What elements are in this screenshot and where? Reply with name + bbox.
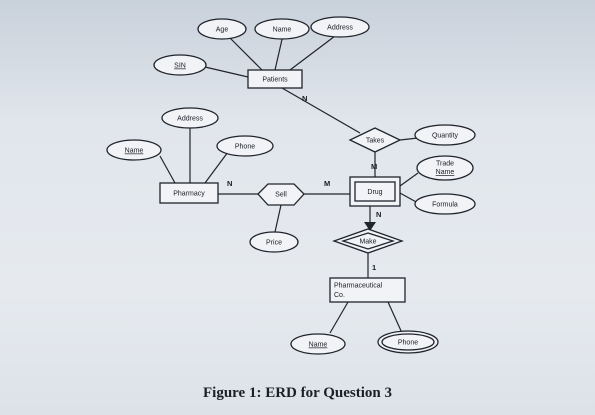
attr-sin-ellipse bbox=[153, 54, 207, 76]
entity-pharmaceutical-co-label-1: Pharmaceutical bbox=[334, 283, 383, 290]
attr-trade-name-label-1: Trade bbox=[436, 161, 454, 168]
relationship-sell: Sell bbox=[257, 183, 305, 206]
cardinality-takes-drug: M bbox=[371, 162, 377, 171]
attr-name-pharmacy-label: Name bbox=[125, 148, 144, 155]
entity-pharmaceutical-co: Pharmaceutical Co. bbox=[329, 277, 406, 303]
line-drug-tradename bbox=[399, 172, 419, 187]
line-drug-formula bbox=[399, 192, 419, 204]
line-age-patients bbox=[226, 34, 263, 71]
attr-age-label: Age bbox=[216, 27, 229, 34]
attr-price-label: Price bbox=[266, 240, 282, 247]
attr-sin-label: SIN bbox=[174, 63, 186, 70]
relationship-takes-label: Takes bbox=[366, 138, 385, 145]
line-takes-quantity bbox=[399, 137, 419, 141]
attr-quantity: Quantity bbox=[414, 124, 476, 146]
attr-age-ellipse bbox=[197, 18, 247, 40]
attr-name-patients: Name bbox=[254, 18, 310, 40]
attr-name-patients-ellipse bbox=[254, 18, 310, 40]
entity-patients-box bbox=[247, 69, 303, 89]
entity-pharmacy-label: Pharmacy bbox=[173, 191, 205, 198]
relationship-takes-diamond bbox=[348, 127, 402, 153]
cardinality-patients-takes: N bbox=[302, 94, 307, 103]
relationship-takes: Takes bbox=[348, 127, 402, 153]
attr-name-pharma-ellipse bbox=[290, 333, 346, 355]
attr-phone-pharma-inner-ellipse bbox=[381, 333, 435, 351]
attr-name-pharma: Name bbox=[290, 333, 346, 355]
entity-drug: Drug bbox=[349, 176, 401, 207]
attr-address-patients: Address bbox=[310, 16, 370, 38]
attr-phone-pharmacy: Phone bbox=[216, 135, 274, 157]
entity-pharmacy: Pharmacy bbox=[159, 182, 219, 204]
attr-formula-label: Formula bbox=[432, 202, 458, 209]
line-pharma-name bbox=[329, 301, 349, 334]
cardinality-sell-drug: M bbox=[324, 179, 330, 188]
entity-pharmaceutical-co-box bbox=[329, 277, 406, 303]
attr-quantity-ellipse bbox=[414, 124, 476, 146]
line-sin-patients bbox=[204, 66, 249, 78]
attr-formula: Formula bbox=[414, 193, 476, 215]
line-name-patients bbox=[274, 34, 284, 71]
line-name-pharmacy bbox=[159, 155, 176, 184]
attr-address-patients-label: Address bbox=[327, 25, 353, 32]
attr-sin: SIN bbox=[153, 54, 207, 76]
relationship-make-label: Make bbox=[359, 239, 376, 246]
attr-trade-name: Trade Name bbox=[416, 155, 474, 181]
entity-patients: Patients bbox=[247, 69, 303, 89]
attr-price-ellipse bbox=[249, 231, 299, 253]
attr-trade-name-label-2: Name bbox=[436, 169, 455, 176]
line-address-patients bbox=[289, 32, 340, 71]
relationship-sell-label: Sell bbox=[275, 192, 287, 199]
attr-address-pharmacy-label: Address bbox=[177, 116, 203, 123]
attr-formula-ellipse bbox=[414, 193, 476, 215]
attr-address-pharmacy: Address bbox=[161, 107, 219, 129]
attr-phone-pharma: Phone bbox=[377, 330, 439, 354]
line-phone-pharmacy bbox=[204, 151, 229, 184]
attr-phone-pharmacy-label: Phone bbox=[235, 144, 255, 151]
attr-name-patients-label: Name bbox=[273, 27, 292, 34]
attr-name-pharmacy: Name bbox=[106, 139, 162, 161]
line-patients-takes bbox=[281, 87, 361, 134]
relationship-make-inner-diamond bbox=[340, 232, 396, 250]
cardinality-make-pharma: 1 bbox=[372, 263, 376, 272]
attr-trade-name-ellipse bbox=[416, 155, 474, 181]
relationship-sell-hexagon bbox=[257, 183, 305, 206]
attr-address-patients-ellipse bbox=[310, 16, 370, 38]
line-pharma-phone bbox=[387, 301, 403, 334]
entity-pharmaceutical-co-label-2: Co. bbox=[334, 292, 345, 299]
cardinality-drug-make: N bbox=[376, 210, 381, 219]
entity-drug-inner-box bbox=[354, 181, 396, 202]
attr-phone-pharmacy-ellipse bbox=[216, 135, 274, 157]
attr-name-pharma-label: Name bbox=[309, 342, 328, 349]
entity-pharmacy-box bbox=[159, 182, 219, 204]
cardinality-pharmacy-sell: N bbox=[227, 179, 232, 188]
drug-make-arrow-icon bbox=[364, 222, 376, 231]
connector-lines bbox=[159, 32, 419, 334]
entity-drug-label: Drug bbox=[367, 189, 382, 196]
line-sell-price bbox=[274, 204, 282, 233]
figure-caption: Figure 1: ERD for Question 3 bbox=[202, 385, 393, 401]
attr-address-pharmacy-ellipse bbox=[161, 107, 219, 129]
attr-name-pharmacy-ellipse bbox=[106, 139, 162, 161]
relationship-make: Make bbox=[332, 228, 404, 254]
attr-price: Price bbox=[249, 231, 299, 253]
attr-age: Age bbox=[197, 18, 247, 40]
attr-quantity-label: Quantity bbox=[432, 133, 459, 140]
attr-phone-pharma-label: Phone bbox=[398, 340, 418, 347]
entity-patients-label: Patients bbox=[262, 77, 288, 84]
